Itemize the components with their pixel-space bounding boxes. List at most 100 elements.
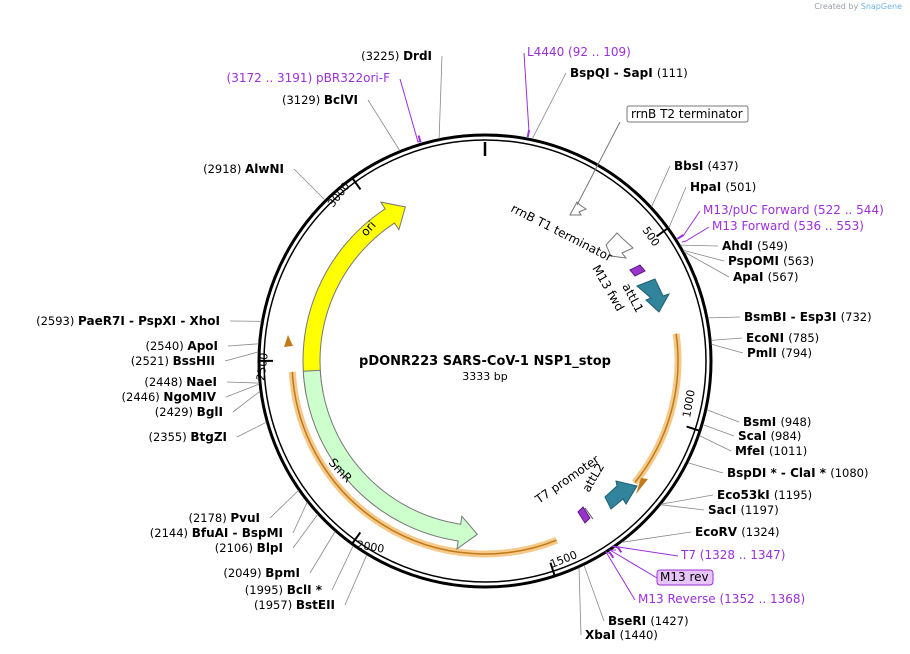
primer-m13-forward: M13 Forward (536 .. 553) <box>681 219 864 243</box>
leader-bspqi <box>531 72 567 140</box>
enzyme-label-hpai: HpaI (501) <box>690 180 756 194</box>
enzyme-site-bseri: BseRI (1427) <box>608 614 689 628</box>
leader-bsmi <box>706 409 740 423</box>
enzyme-site-paer7i: (2593) PaeR7I - PspXI - XhoI <box>36 314 220 328</box>
enzyme-label-bspdi: BspDI * - ClaI * (1080) <box>727 466 868 480</box>
enzyme-label-paer7i: (2593) PaeR7I - PspXI - XhoI <box>36 314 220 328</box>
enzyme-label-bsteii: (1957) BstEII <box>254 598 335 612</box>
leader-ngomiv <box>225 383 260 398</box>
orf-line-1 <box>634 333 679 484</box>
primer-leader-m13-forward <box>681 226 710 243</box>
enzyme-site-apoi: (2540) ApoI <box>146 339 219 353</box>
orf-line-2 <box>291 371 557 555</box>
tick-500 <box>655 227 668 238</box>
leader-bseri <box>583 565 605 622</box>
enzyme-site-bbsi: BbsI (437) <box>674 159 738 173</box>
orf-bands <box>284 333 682 558</box>
rrnb-t2-feature <box>569 121 621 216</box>
enzyme-site-pspomi: PspOMI (563) <box>728 254 814 268</box>
enzyme-label-bsmbi: BsmBI - Esp3I (732) <box>744 310 872 324</box>
primer-label-l4440: L4440 (92 .. 109) <box>527 45 631 59</box>
enzyme-site-bfuai: (2144) BfuAI - BspMI <box>150 526 283 540</box>
enzyme-site-saci: SacI (1197) <box>708 503 779 517</box>
primer-tick-l4440 <box>526 129 531 138</box>
attl2-feature <box>604 480 638 510</box>
leader-apai <box>683 251 730 278</box>
enzyme-site-bsmbi: BsmBI - Esp3I (732) <box>744 310 872 324</box>
primer-m13-rev: M13 rev <box>608 549 714 586</box>
enzyme-label-bsmi: BsmI (948) <box>743 415 811 429</box>
leader-bsmbi <box>707 316 741 319</box>
enzyme-label-drdi: (3225) DrdI <box>361 49 432 63</box>
primer-leader-m13-rev <box>608 549 658 579</box>
primer-tick-m13-puc <box>676 234 684 240</box>
leader-hpai <box>668 186 687 229</box>
leader-bspdi <box>687 462 724 474</box>
enzyme-site-naei: (2448) NaeI <box>144 375 217 389</box>
enzyme-label-scai: ScaI (984) <box>738 429 801 443</box>
leader-ahdi <box>680 244 719 247</box>
leader-pspomi <box>683 249 725 262</box>
leader-saci <box>660 504 705 511</box>
m13-fwd-feature <box>629 264 646 277</box>
leader-ecorv <box>621 531 692 543</box>
enzyme-label-xbai: XbaI (1440) <box>585 628 658 642</box>
tick-label-1000: 1000 <box>680 389 698 419</box>
primer-leader-l4440 <box>523 52 530 136</box>
leader-bbsi <box>651 165 671 207</box>
primer-tick-m13-rev <box>608 551 615 559</box>
enzyme-site-bspdi: BspDI * - ClaI * (1080) <box>727 466 868 480</box>
leader-bsshii <box>224 351 259 362</box>
backbone-outer <box>257 133 713 589</box>
enzyme-site-ecorv: EcoRV (1324) <box>695 525 780 539</box>
enzyme-site-bsteii: (1957) BstEII <box>254 598 335 612</box>
credit-brand: SnapGene <box>860 2 902 11</box>
enzyme-label-alwni: (2918) AlwNI <box>203 162 284 176</box>
enzyme-label-naei: (2448) NaeI <box>144 375 217 389</box>
primer-label-m13-rev: M13 rev <box>660 570 709 584</box>
primer-tick-pbr322ori-f <box>417 135 422 143</box>
attl1-feature <box>636 278 671 313</box>
plasmid-name: pDONR223 SARS-CoV-1 NSP1_stop <box>359 354 611 369</box>
leader-bcli <box>331 545 354 591</box>
primer-label-t7: T7 (1328 .. 1347) <box>680 548 785 562</box>
leader-eco53ki <box>661 494 714 505</box>
tick-3000 <box>352 178 362 191</box>
tick-label-500: 500 <box>640 224 663 249</box>
primer-t7: T7 (1328 .. 1347) <box>611 545 785 562</box>
enzyme-label-bsshii: (2521) BssHII <box>131 354 215 368</box>
smr-feature <box>302 369 479 551</box>
enzyme-site-hpai: HpaI (501) <box>690 180 756 194</box>
tick-2000 <box>351 531 362 544</box>
rrnb-t2-label: rrnB T2 terminator <box>631 107 743 121</box>
enzyme-label-ahdi: AhdI (549) <box>722 239 788 253</box>
leader-econi <box>711 337 743 341</box>
enzyme-site-econi: EcoNI (785) <box>746 331 819 345</box>
orf-arrowhead-1 <box>636 478 648 494</box>
enzyme-label-econi: EcoNI (785) <box>746 331 819 345</box>
enzyme-site-drdi: (3225) DrdI <box>361 49 432 63</box>
enzyme-label-eco53ki: Eco53kI (1195) <box>717 488 812 502</box>
primer-leader-pbr322ori-f <box>399 78 421 143</box>
enzyme-label-bcli: (1995) BclI * <box>245 583 323 597</box>
leader-apoi <box>227 343 259 347</box>
enzyme-label-ngomiv: (2446) NgoMIV <box>122 390 217 404</box>
site-leaders <box>224 55 744 636</box>
enzyme-label-bspqi: BspQI - SapI (111) <box>570 66 688 80</box>
enzyme-site-bsmi: BsmI (948) <box>743 415 811 429</box>
primer-leader-m13-reverse <box>604 551 636 601</box>
orf-arrowhead-2 <box>284 335 293 347</box>
leader-bsteii <box>344 554 368 606</box>
enzyme-site-apai: ApaI (567) <box>733 270 799 284</box>
enzyme-site-ngomiv: (2446) NgoMIV <box>122 390 217 404</box>
plasmid-length: 3333 bp <box>462 370 507 383</box>
enzyme-label-bbsi: BbsI (437) <box>674 159 738 173</box>
enzyme-label-btgzi: (2355) BtgZI <box>148 430 227 444</box>
leader-bpmi <box>309 531 336 574</box>
enzyme-site-bcli: (1995) BclI * <box>245 583 323 597</box>
leader-drdi <box>438 55 443 139</box>
t7-promoter-feature <box>577 506 591 524</box>
enzyme-site-ahdi: AhdI (549) <box>722 239 788 253</box>
